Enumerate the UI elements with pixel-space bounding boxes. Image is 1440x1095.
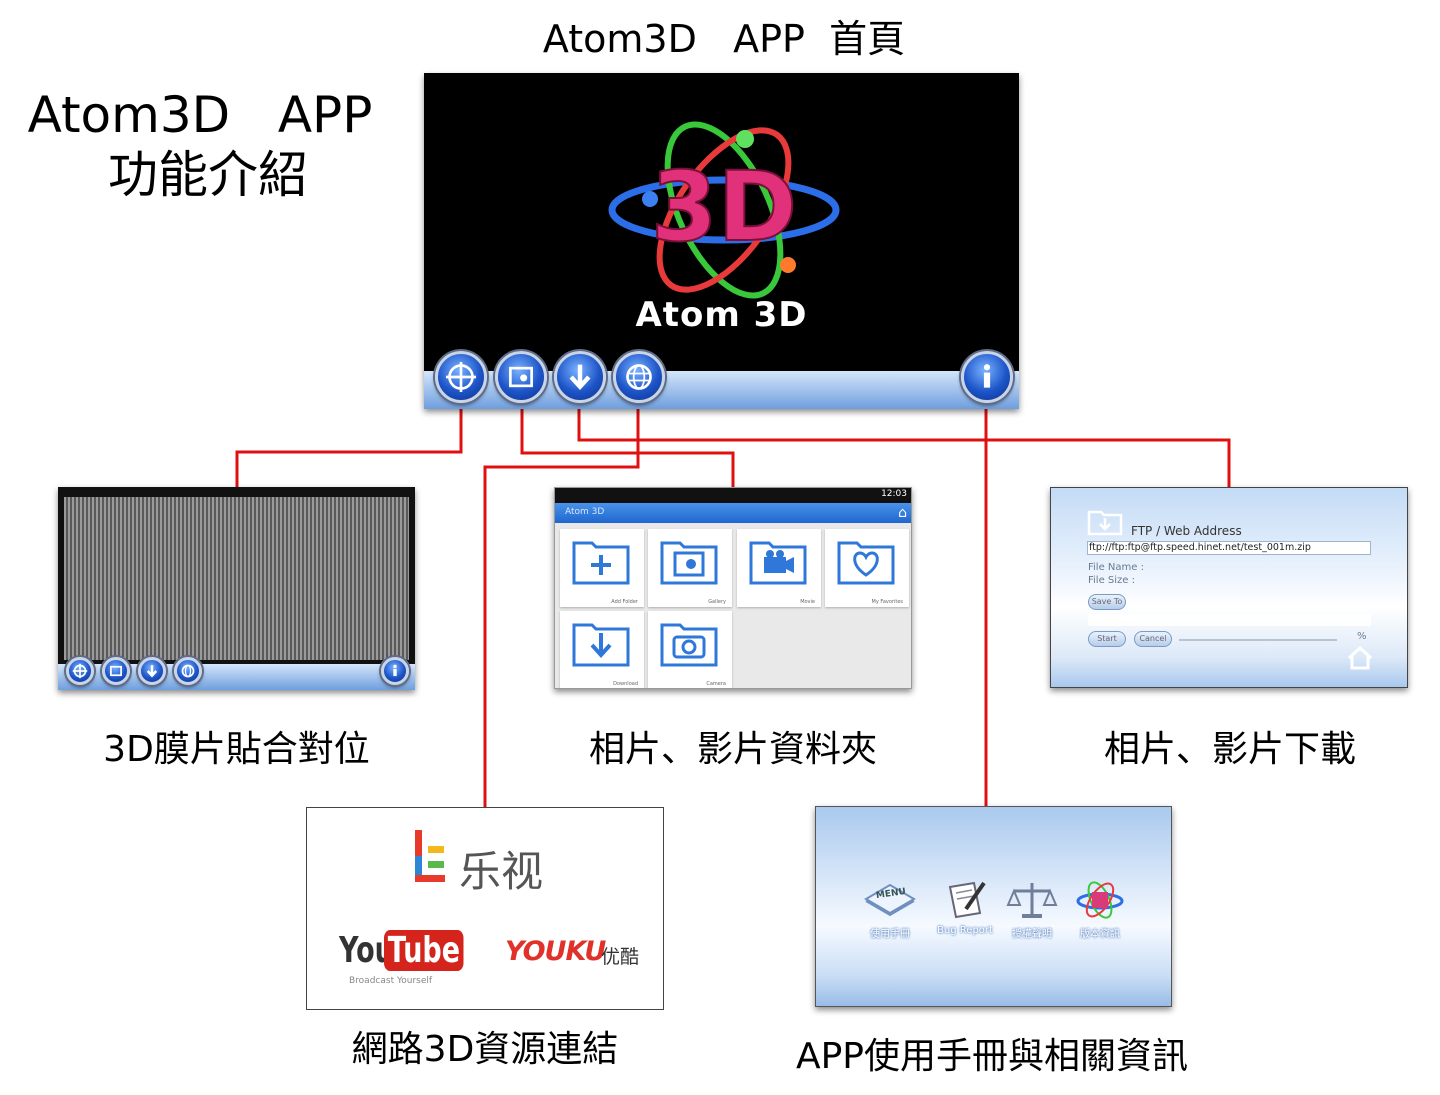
gallery-tile-label: My Favorites bbox=[871, 599, 903, 605]
ftp-screen: FTP / Web Address ftp://ftp:ftp@ftp.spee… bbox=[1050, 487, 1408, 688]
mini-crosshair-button[interactable] bbox=[66, 657, 94, 685]
progress-track bbox=[1179, 639, 1337, 641]
film-align-button[interactable] bbox=[435, 351, 487, 403]
gallery-tile[interactable]: Camera bbox=[648, 611, 732, 688]
home-icon[interactable]: ⌂ bbox=[898, 505, 907, 521]
ftp-heading: FTP / Web Address bbox=[1131, 524, 1242, 538]
web-links-screen: 乐视 You Tube Broadcast Yourself YOUKU 优酷 bbox=[306, 807, 664, 1010]
bug-report-label: Bug Report bbox=[937, 925, 993, 936]
mini-folder-button[interactable] bbox=[102, 657, 130, 685]
mini-globe-button[interactable] bbox=[174, 657, 202, 685]
atom-logo-icon: 3D bbox=[608, 121, 840, 299]
gallery-tile-label: Camera bbox=[706, 681, 726, 687]
camera-folder-icon bbox=[660, 623, 718, 667]
letv-logo-icon bbox=[415, 830, 445, 882]
mini-info-button[interactable] bbox=[381, 657, 409, 685]
version-item[interactable]: 版本資訊 bbox=[1072, 879, 1128, 940]
movie-folder-icon bbox=[749, 541, 807, 585]
brand-text: Atom 3D bbox=[635, 295, 808, 335]
save-to-button[interactable]: Save To bbox=[1088, 594, 1126, 610]
gallery-tile-label: Gallery bbox=[708, 599, 726, 605]
youku-text: YOUKU bbox=[505, 936, 606, 967]
start-button[interactable]: Start bbox=[1088, 631, 1126, 647]
film-align-screen bbox=[58, 487, 415, 690]
cancel-button[interactable]: Cancel bbox=[1134, 631, 1172, 647]
youtube-logo[interactable]: You Tube Broadcast Yourself bbox=[337, 928, 464, 992]
ftp-url-text: ftp://ftp:ftp@ftp.speed.hinet.net/test_0… bbox=[1089, 542, 1311, 553]
photo-folder-icon bbox=[110, 665, 122, 677]
folder-button[interactable] bbox=[495, 351, 547, 403]
home-icon[interactable] bbox=[1347, 646, 1373, 670]
manual-label: 使用手冊 bbox=[870, 929, 910, 940]
intro-title: Atom3D APP 功能介紹 bbox=[27, 86, 373, 204]
download-folder-icon bbox=[572, 623, 630, 667]
license-label: 授權聲明 bbox=[1012, 929, 1052, 940]
youtube-tube: Tube bbox=[384, 930, 464, 971]
progress-percent: % bbox=[1357, 631, 1367, 642]
menu-book-icon bbox=[864, 883, 916, 917]
crosshair-icon bbox=[445, 361, 477, 393]
home-title: Atom3D APP 首頁 bbox=[542, 17, 906, 61]
globe-icon bbox=[181, 664, 195, 678]
youku-logo[interactable]: YOUKU 优酷 bbox=[505, 936, 645, 972]
gallery-tile[interactable]: Add Folder bbox=[560, 529, 644, 607]
youtube-tagline: Broadcast Yourself bbox=[349, 976, 433, 986]
download-arrow-icon bbox=[146, 665, 158, 678]
favorites-folder-icon bbox=[837, 541, 895, 585]
gallery-tile-label: Add Folder bbox=[611, 599, 638, 605]
caption-web-links: 網路3D資源連結 bbox=[351, 1029, 619, 1070]
gallery-tile-label: Movie bbox=[800, 599, 815, 605]
web-links-button[interactable] bbox=[613, 351, 665, 403]
version-label: 版本資訊 bbox=[1080, 929, 1120, 940]
scales-icon bbox=[1006, 883, 1058, 918]
save-path-input[interactable] bbox=[1088, 614, 1371, 626]
gallery-app-title: Atom 3D bbox=[565, 507, 605, 517]
gallery-tile[interactable]: Gallery bbox=[648, 529, 732, 607]
license-item[interactable]: 授權聲明 bbox=[1004, 879, 1060, 940]
home-screen: 3D Atom 3D bbox=[424, 73, 1019, 409]
download-arrow-icon bbox=[569, 364, 591, 391]
emblem-text: 3D bbox=[651, 151, 797, 263]
bug-report-icon bbox=[948, 881, 986, 919]
gallery-screen: 12:03 Atom 3D ⌂ Add Folder Gallery Movie My… bbox=[554, 487, 912, 689]
add-folder-icon bbox=[572, 541, 630, 585]
gallery-folder-icon bbox=[660, 541, 718, 585]
download-button[interactable] bbox=[554, 351, 606, 403]
gallery-tile-label: Download bbox=[613, 681, 638, 687]
caption-download: 相片、影片下載 bbox=[1103, 729, 1356, 770]
download-folder-icon bbox=[1087, 510, 1123, 536]
gallery-tile[interactable]: Download bbox=[560, 611, 644, 688]
file-size-label: File Size : bbox=[1088, 575, 1135, 586]
ftp-url-input[interactable]: ftp://ftp:ftp@ftp.speed.hinet.net/test_0… bbox=[1087, 541, 1371, 555]
stripe-pattern bbox=[64, 497, 409, 660]
letv-text: 乐视 bbox=[459, 847, 544, 896]
gallery-tile[interactable]: My Favorites bbox=[825, 529, 909, 607]
info-icon bbox=[393, 664, 397, 677]
caption-manual: APP使用手冊與相關資訊 bbox=[795, 1036, 1189, 1077]
info-button[interactable] bbox=[961, 351, 1013, 403]
bug-report-item[interactable]: Bug Report bbox=[932, 879, 998, 939]
info-icon bbox=[983, 364, 991, 388]
caption-film-align: 3D膜片貼合對位 bbox=[103, 729, 370, 770]
youku-cn: 优酷 bbox=[601, 946, 640, 968]
gallery-tile[interactable]: Movie bbox=[737, 529, 821, 607]
mini-download-button[interactable] bbox=[138, 657, 166, 685]
caption-folder: 相片、影片資料夾 bbox=[588, 729, 877, 770]
version-atom-icon bbox=[1076, 881, 1124, 919]
status-bar: 12:03 bbox=[555, 488, 911, 503]
manual-item[interactable]: MENU 使用手冊 bbox=[862, 879, 918, 940]
globe-icon bbox=[626, 364, 652, 390]
manual-screen: MENU 使用手冊 Bug Report 授權聲明 版本資訊 bbox=[815, 806, 1172, 1007]
file-name-label: File Name : bbox=[1088, 562, 1144, 573]
gallery-app-bar: Atom 3D ⌂ bbox=[555, 503, 911, 523]
photo-folder-icon bbox=[509, 366, 533, 388]
status-time: 12:03 bbox=[881, 489, 907, 499]
crosshair-icon bbox=[72, 663, 88, 679]
